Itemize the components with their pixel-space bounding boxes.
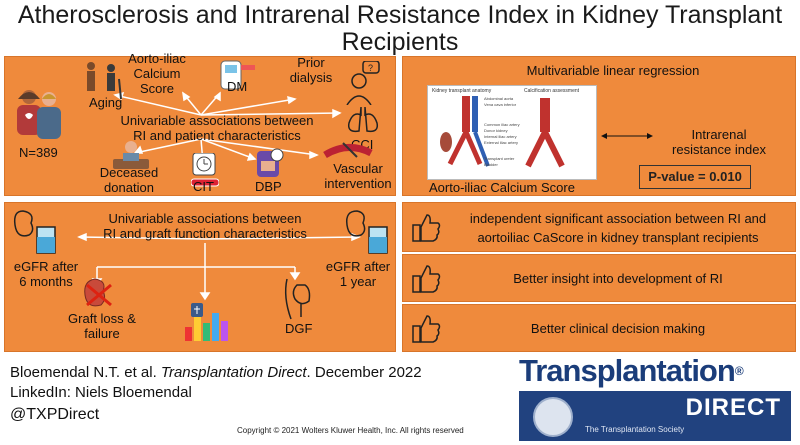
thumbs-up-icon [412,265,441,293]
association-arrow [601,133,653,139]
conclusion-1-text: independent significant association betw… [469,211,767,245]
inset-left-label: Kidney transplant anatomy [432,88,492,94]
kidney-water-icon-2 [345,210,388,254]
regression-heading: Multivariable linear regression [526,63,700,78]
title-line-2: Recipients [341,28,459,56]
conclusion-1-panel: independent significant association betw… [402,202,796,252]
page-title: Atherosclerosis and Intrarenal Resistanc… [0,2,800,56]
failed-kidney-icon [84,278,112,307]
anatomy-figure: Kidney transplant anatomy Calcification … [427,85,597,180]
graft-center-label: Univariable associations between RI and … [103,211,307,241]
linkedin-link[interactable]: LinkedIn: Niels Bloemendal [10,384,192,401]
kidney-water-icon [13,210,56,254]
patient-characteristics-panel: N=389 Aging Aorto-iliac Calcium Score DM… [4,51,396,196]
conclusion-3-text: Better clinical decision making [530,321,706,336]
svg-text:?: ? [368,63,373,73]
conclusion-2-text: Better insight into development of RI [513,271,723,286]
clock-icon [191,153,219,187]
mortality-chart-icon [185,303,228,341]
patients-icon [17,90,61,139]
egfr-6-label: eGFR after 6 months [13,259,79,289]
question-person-icon: ? [346,61,380,105]
citation: Bloemendal N.T. et al. Transplantation D… [10,364,422,381]
inset-right-label: Calcification assessment [524,88,580,94]
journal-logo-band: DIRECT The Transplantation Society [519,391,791,441]
copyright: Copyright © 2021 Wolters Kluwer Health, … [237,426,464,435]
logo-direct: DIRECT [685,394,781,421]
delayed-graft-icon [284,278,311,320]
deceased-donation-icon [113,141,149,169]
aging-label: Aging [89,95,123,110]
twitter-handle[interactable]: @TXPDirect [10,406,100,423]
deceased-label: Deceased donation [99,165,159,195]
ri-label: Intrarenal resistance index [672,127,766,157]
p-value-box: P-value = 0.010 [639,165,751,189]
inset-anatomy-labels: Abdominal aorta Vena cava inferior Commo… [484,96,520,167]
n-label: N=389 [19,145,58,160]
thumbs-up-icon [412,214,441,242]
prior-dialysis-label: Prior dialysis [289,55,333,85]
logo-society: The Transplantation Society [585,425,685,434]
dm-label: DM [227,79,248,94]
conclusion-3-panel: Better clinical decision making [402,304,796,352]
blood-pressure-icon [257,148,284,177]
dbp-label: DBP [255,179,282,194]
egfr-1y-label: eGFR after 1 year [325,259,391,289]
society-seal-icon [533,397,573,437]
graft-function-panel: eGFR after 6 months Univariable associat… [4,202,396,352]
calcium-score-label: Aorto-iliac Calcium Score [429,180,575,195]
conclusion-2-panel: Better insight into development of RI [402,254,796,302]
journal-name: Transplantation Direct [160,364,307,381]
journal-logo-word: Transplantation® [519,353,791,389]
glucose-meter-icon [220,60,255,90]
calcium-label: Aorto-iliac Calcium Score [128,51,186,96]
aorta-illustration [440,96,565,168]
lungs-icon [347,106,379,133]
dgf-label: DGF [285,321,313,336]
vascular-label: Vascular intervention [324,161,392,191]
graft-loss-label: Graft loss & failure [68,311,136,341]
thumbs-up-icon [412,315,441,343]
cit-label: CIT [193,179,214,194]
aging-icon [87,62,122,100]
vessel-icon [323,142,373,159]
regression-panel: Multivariable linear regression Kidney t… [402,56,796,196]
patient-center-label: Univariable associations between RI and … [120,113,314,143]
title-line-1: Atherosclerosis and Intrarenal Resistanc… [17,1,783,29]
